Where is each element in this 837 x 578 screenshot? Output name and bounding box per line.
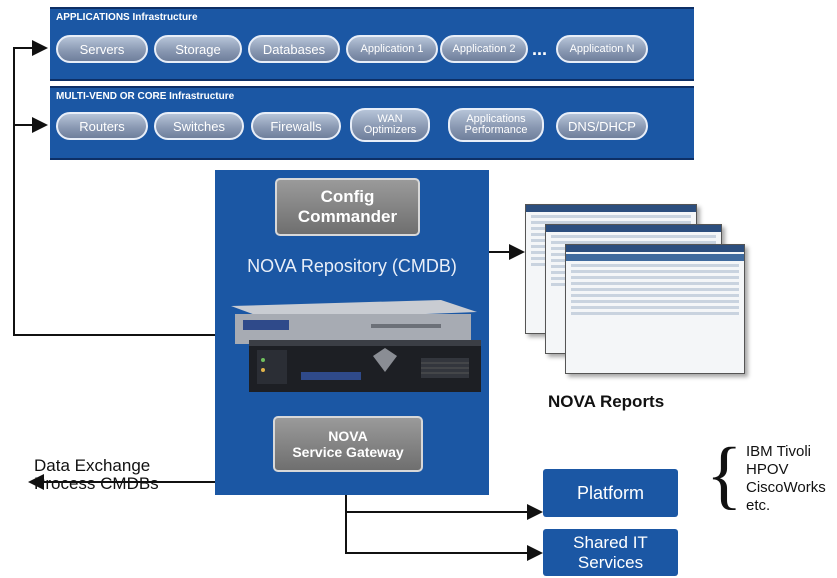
pill-switches: Switches xyxy=(154,112,244,140)
platform-list: IBM Tivoli HPOV CiscoWorks etc. xyxy=(746,443,826,515)
config-commander-line1: Config xyxy=(320,187,375,206)
repository-title: NOVA Repository (CMDB) xyxy=(247,256,457,276)
platform-list-item: IBM Tivoli xyxy=(746,443,812,460)
applications-title: APPLICATIONS Infrastructure xyxy=(56,12,198,23)
shared-line2: Services xyxy=(577,552,644,572)
reports-image xyxy=(525,204,745,374)
platform-list-item: CiscoWorks xyxy=(746,479,826,496)
server-appliance-image xyxy=(231,300,481,392)
feedback-line xyxy=(13,40,215,336)
config-commander-line2: Commander xyxy=(297,207,398,226)
pill-wan-optimizers: WAN Optimizers xyxy=(350,108,430,142)
core-title: MULTI-VEND OR CORE Infrastructure xyxy=(56,91,235,102)
ellipsis: ... xyxy=(532,39,548,59)
shared-it-services-box: Shared IT Services xyxy=(543,529,678,576)
pill-storage: Storage xyxy=(154,35,242,63)
nova-main-box: Config Commander NOVA Repository (CMDB) … xyxy=(215,170,489,495)
pill-applications-performance: Applications Performance xyxy=(448,108,544,142)
reports-label: NOVA Reports xyxy=(548,392,665,411)
brace: { xyxy=(706,433,743,517)
pill-databases: Databases xyxy=(248,35,340,63)
pill-application-n: Application N xyxy=(556,35,648,63)
pill-routers: Routers xyxy=(56,112,148,140)
core-band: MULTI-VEND OR CORE Infrastructure Router… xyxy=(50,86,694,160)
pill-application-2: Application 2 xyxy=(440,35,528,63)
platform-list-item: etc. xyxy=(746,497,771,514)
pill-dns-dhcp: DNS/DHCP xyxy=(556,112,648,140)
service-gateway-box: NOVA Service Gateway xyxy=(273,416,423,472)
platform-list-item: HPOV xyxy=(746,461,789,478)
pill-firewalls: Firewalls xyxy=(251,112,341,140)
gateway-line1: NOVA xyxy=(328,428,368,444)
config-commander-box: Config Commander xyxy=(275,178,420,236)
data-exchange-line1: Data Exchange xyxy=(34,456,151,475)
data-exchange-line2: Process CMDBs xyxy=(34,474,159,493)
pill-servers: Servers xyxy=(56,35,148,63)
pill-application-1: Application 1 xyxy=(346,35,438,63)
applications-band: APPLICATIONS Infrastructure Servers Stor… xyxy=(50,7,694,81)
platform-box: Platform xyxy=(543,469,678,517)
gateway-line2: Service Gateway xyxy=(292,444,404,460)
shared-line1: Shared IT xyxy=(573,532,648,552)
platform-arrow xyxy=(345,495,543,520)
shared-arrow xyxy=(345,512,543,561)
